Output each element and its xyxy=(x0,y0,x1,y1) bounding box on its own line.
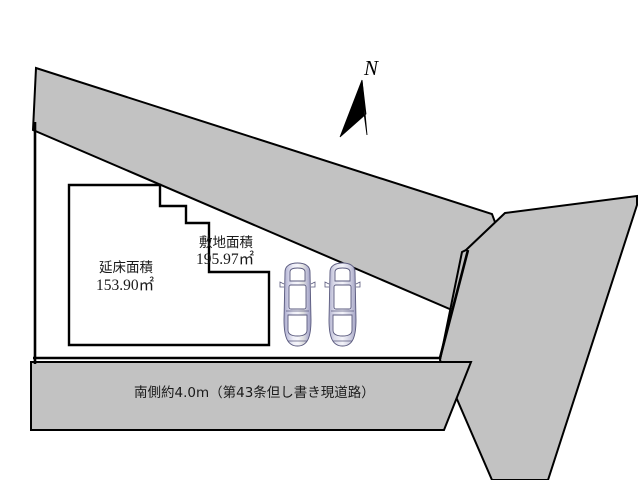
site-boundary-south-east xyxy=(33,249,470,360)
site-area-caption: 敷地面積 xyxy=(199,235,253,251)
site-area-label: 敷地面積 195.97㎡ xyxy=(196,235,255,268)
floor-area-caption: 延床面積 xyxy=(99,260,153,276)
road-east-area xyxy=(438,194,638,480)
car-left xyxy=(279,262,316,347)
floor-area-value: 153.90㎡ xyxy=(96,276,155,294)
compass-letter-n: N xyxy=(363,56,379,80)
compass-needle-light xyxy=(361,79,368,136)
car-roof xyxy=(333,284,352,310)
car-roof xyxy=(288,284,307,310)
floor-area-label: 延床面積 153.90㎡ xyxy=(96,260,155,294)
car-mirror-right xyxy=(310,281,316,288)
car-right xyxy=(324,262,361,347)
car-rear-window xyxy=(332,314,353,337)
south-road-label: 南側約4.0m（第43条但し書き現道路） xyxy=(134,384,375,401)
car-windshield xyxy=(334,267,351,282)
car-mirror-right xyxy=(355,281,361,288)
road-south-band xyxy=(30,361,473,431)
car-windshield xyxy=(289,267,306,282)
compass-needle-dark xyxy=(339,79,367,138)
car-mirror-left xyxy=(279,281,285,288)
car-rear-window xyxy=(287,314,308,337)
site-area-value: 195.97㎡ xyxy=(196,250,255,268)
car-mirror-left xyxy=(324,281,330,288)
north-arrow: N xyxy=(339,56,379,138)
building-footprint xyxy=(67,183,271,347)
